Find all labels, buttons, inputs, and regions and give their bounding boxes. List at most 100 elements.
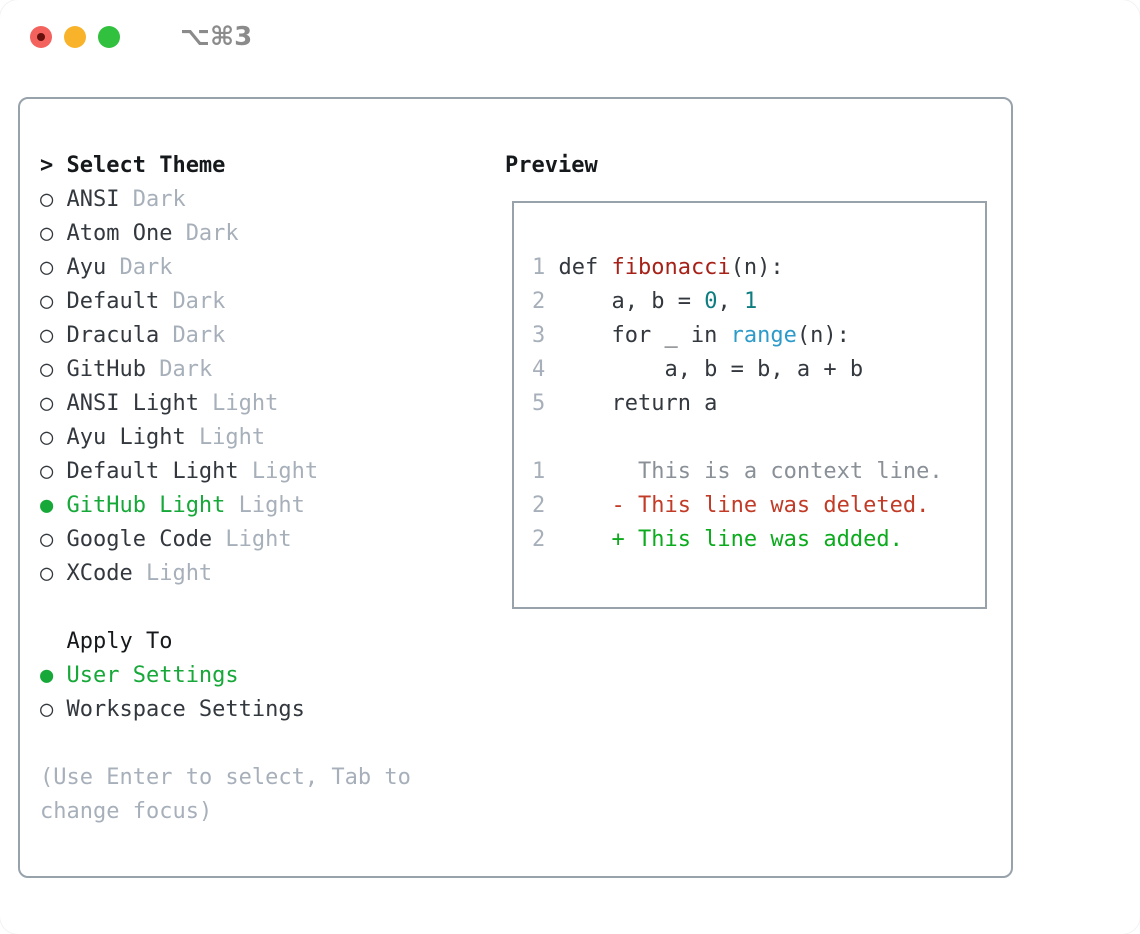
radio-selected-icon: ● (40, 493, 54, 518)
theme-name: Default (66, 289, 160, 314)
line-number: 2 (532, 493, 546, 518)
code-line: 5 return a (532, 387, 969, 421)
theme-variant-tag: Light (251, 459, 319, 484)
diff-context-line: 1 This is a context line. (532, 455, 969, 489)
focus-caret-icon: > (40, 153, 54, 178)
code-token: , (717, 289, 744, 314)
line-number: 3 (532, 323, 546, 348)
theme-option-ansi-light[interactable]: ○ ANSI Light Light (40, 387, 485, 421)
radio-icon: ○ (40, 255, 54, 280)
added-text: + This line was added. (558, 527, 903, 552)
theme-variant-tag: Dark (119, 255, 173, 280)
code-token: (n): (730, 255, 784, 280)
builtin-token: range (730, 323, 797, 348)
theme-option-ayu-dark[interactable]: ○ Ayu Dark (40, 251, 485, 285)
radio-icon: ○ (40, 357, 54, 382)
radio-icon: ○ (40, 697, 54, 722)
theme-variant-tag: Dark (159, 357, 213, 382)
blank-line (532, 421, 969, 455)
theme-name: XCode (66, 561, 133, 586)
theme-option-ayu-light[interactable]: ○ Ayu Light Light (40, 421, 485, 455)
minimize-button[interactable] (64, 26, 86, 48)
theme-option-github-light[interactable]: ● GitHub Light Light (40, 489, 485, 523)
radio-icon: ○ (40, 289, 54, 314)
radio-selected-icon: ● (40, 663, 54, 688)
apply-option-user-settings[interactable]: ● User Settings (40, 659, 485, 693)
theme-variant-tag: Dark (172, 289, 226, 314)
apply-to-header: Apply To (40, 625, 485, 659)
theme-name: Default Light (66, 459, 239, 484)
radio-icon: ○ (40, 425, 54, 450)
theme-name: ANSI (66, 187, 120, 212)
select-theme-header: >Select Theme (40, 149, 485, 183)
code-token: (n): (796, 323, 850, 348)
apply-option-label: User Settings (66, 663, 239, 688)
apply-option-label: Workspace Settings (66, 697, 305, 722)
theme-option-atom-one-dark[interactable]: ○ Atom One Dark (40, 217, 485, 251)
number-token: 0 (704, 289, 718, 314)
theme-variant-tag: Dark (185, 221, 239, 246)
diff-deleted-line: 2 - This line was deleted. (532, 489, 969, 523)
theme-variant-tag: Light (238, 493, 305, 518)
line-number: 2 (532, 527, 546, 552)
code-token: def (558, 255, 612, 280)
code-line: 2 a, b = 0, 1 (532, 285, 969, 319)
radio-icon: ○ (40, 187, 54, 212)
line-number: 5 (532, 391, 546, 416)
deleted-text: - This line was deleted. (558, 493, 930, 518)
theme-name: GitHub Light (66, 493, 226, 518)
line-number: 1 (532, 459, 546, 484)
theme-name: GitHub (66, 357, 146, 382)
diff-added-line: 2 + This line was added. (532, 523, 969, 557)
radio-icon: ○ (40, 527, 54, 552)
theme-name: Ayu Light (66, 425, 186, 450)
preview-title: Preview (505, 153, 598, 178)
context-text: This is a context line. (558, 459, 943, 484)
close-dot-icon (37, 33, 45, 41)
apply-to-title: Apply To (66, 629, 173, 654)
theme-name: ANSI Light (66, 391, 199, 416)
number-token: 1 (743, 289, 758, 314)
window-titlebar: ⌥⌘3 (30, 22, 253, 52)
spacer (40, 727, 485, 761)
radio-icon: ○ (40, 323, 54, 348)
theme-variant-tag: Dark (132, 187, 186, 212)
line-number: 4 (532, 357, 546, 382)
radio-icon: ○ (40, 221, 54, 246)
line-number: 1 (532, 255, 546, 280)
theme-option-ansi-dark[interactable]: ○ ANSI Dark (40, 183, 485, 217)
theme-variant-tag: Dark (172, 323, 226, 348)
theme-variant-tag: Light (212, 391, 279, 416)
radio-icon: ○ (40, 391, 54, 416)
apply-option-workspace-settings[interactable]: ○ Workspace Settings (40, 693, 485, 727)
theme-name: Atom One (66, 221, 173, 246)
theme-option-default-dark[interactable]: ○ Default Dark (40, 285, 485, 319)
theme-name: Ayu (66, 255, 107, 280)
spacer (40, 591, 485, 625)
theme-variant-tag: Light (198, 425, 266, 450)
maximize-button[interactable] (98, 26, 120, 48)
window-title: ⌥⌘3 (180, 22, 253, 52)
function-name-token: fibonacci (611, 255, 731, 280)
line-number: 2 (532, 289, 546, 314)
theme-option-dracula-dark[interactable]: ○ Dracula Dark (40, 319, 485, 353)
code-token: a, b = (558, 289, 705, 314)
code-token: for _ in (558, 323, 731, 348)
keyboard-hint: (Use Enter to select, Tab to change focu… (40, 765, 411, 824)
theme-name: Google Code (66, 527, 213, 552)
close-button[interactable] (30, 26, 52, 48)
code-token: return a (558, 391, 718, 416)
theme-name: Dracula (66, 323, 160, 348)
code-line: 1 def fibonacci(n): (532, 251, 969, 285)
radio-icon: ○ (40, 561, 54, 586)
theme-option-github-dark[interactable]: ○ GitHub Dark (40, 353, 485, 387)
code-line: 3 for _ in range(n): (532, 319, 969, 353)
